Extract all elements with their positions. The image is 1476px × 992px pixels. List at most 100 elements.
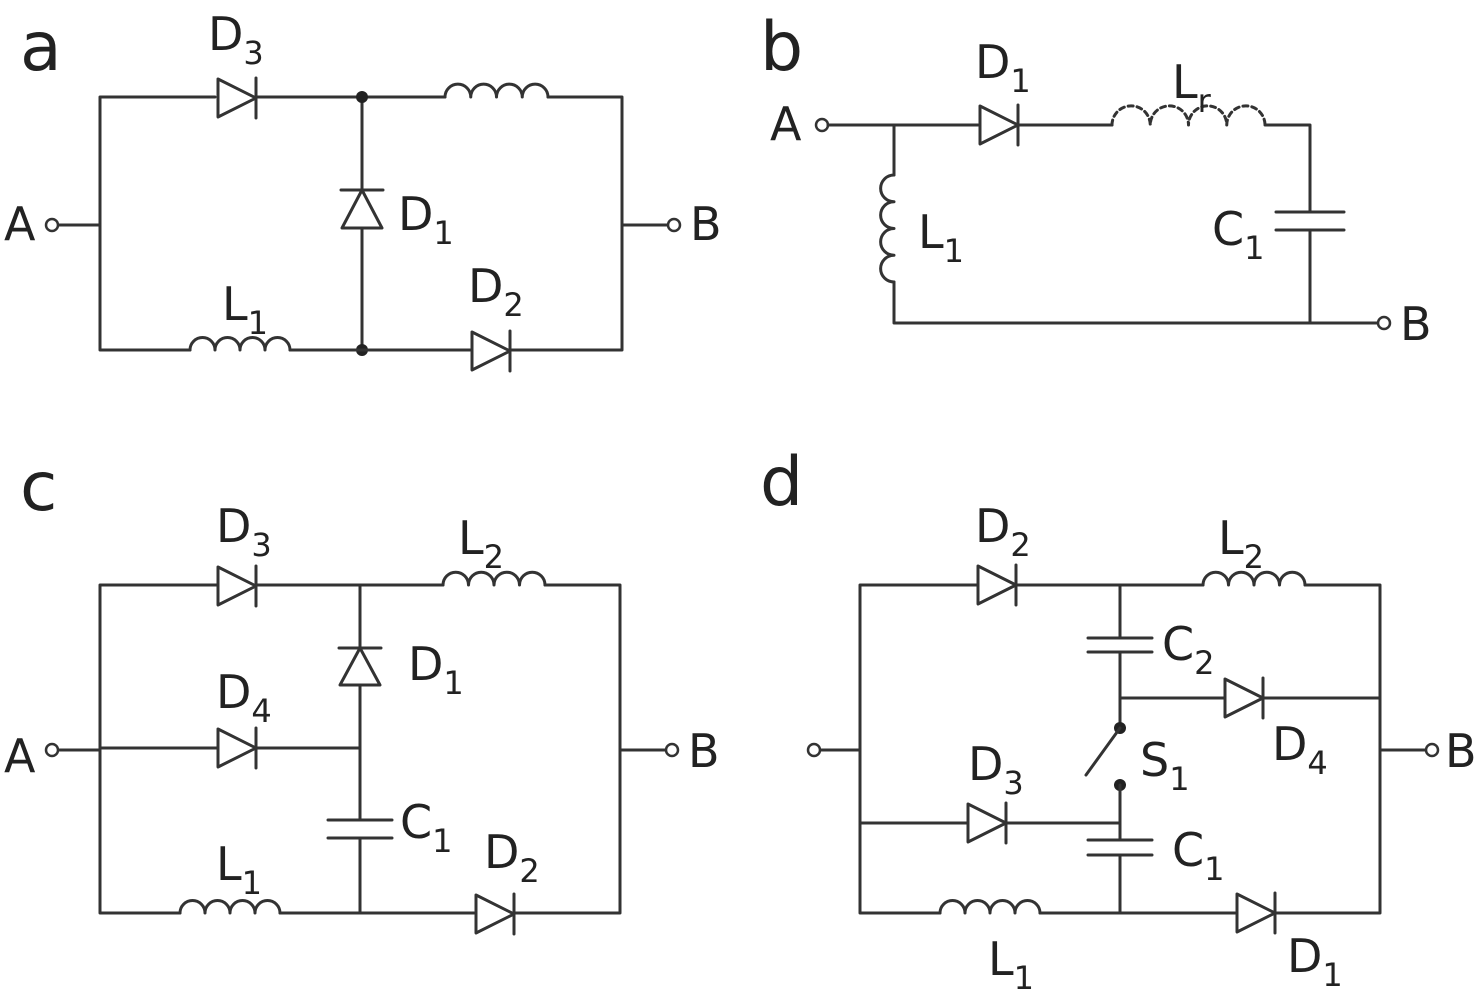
wire bbox=[858, 583, 980, 915]
wire bbox=[892, 280, 1380, 325]
label-D2: D2 bbox=[468, 259, 524, 324]
wire bbox=[1263, 123, 1312, 214]
label-D2-subscript: 2 bbox=[519, 852, 539, 890]
label-D1: D1 bbox=[1287, 929, 1343, 992]
label-D4-subscript: 4 bbox=[251, 692, 271, 730]
panel-label-c: c bbox=[20, 448, 57, 527]
label-D1-subscript: 1 bbox=[1322, 956, 1342, 992]
terminal-node bbox=[814, 117, 830, 133]
inductor-coil bbox=[879, 173, 896, 284]
label-D3: D3 bbox=[968, 737, 1024, 802]
diode-triangle bbox=[966, 802, 1008, 844]
label-D2: D2 bbox=[975, 499, 1031, 564]
label-Lr: Lr bbox=[1172, 55, 1212, 120]
diode-triangle bbox=[340, 188, 384, 230]
diode-triangle bbox=[216, 77, 258, 119]
label-D2-subscript: 2 bbox=[503, 286, 523, 324]
diode-triangle bbox=[470, 330, 512, 372]
diode-triangle bbox=[976, 564, 1018, 606]
inductor-coil bbox=[443, 82, 550, 99]
label-C1: C1 bbox=[1212, 202, 1264, 267]
terminal-label-B: B bbox=[688, 724, 720, 778]
label-L1: L1 bbox=[918, 205, 964, 270]
terminal-node bbox=[1424, 742, 1440, 758]
label-D1-symbol: D bbox=[398, 187, 433, 241]
label-Lr-symbol: L bbox=[1172, 55, 1198, 109]
label-D3: D3 bbox=[216, 499, 272, 564]
label-L1-subscript: 1 bbox=[1014, 959, 1034, 992]
label-C1: C1 bbox=[1172, 823, 1224, 888]
diode-triangle bbox=[1235, 892, 1277, 934]
label-C1: C1 bbox=[400, 795, 452, 860]
label-L2-symbol: L bbox=[1218, 511, 1244, 565]
diode-triangle bbox=[338, 646, 382, 687]
label-C2-subscript: 2 bbox=[1194, 644, 1214, 682]
diode-triangle bbox=[216, 565, 258, 607]
label-D4: D4 bbox=[1272, 717, 1328, 782]
wire bbox=[508, 95, 624, 352]
diode-triangle bbox=[1223, 677, 1265, 719]
inductor-coil bbox=[441, 570, 547, 587]
label-D1-symbol: D bbox=[1287, 929, 1322, 983]
label-L2-subscript: 2 bbox=[1244, 538, 1264, 576]
label-L1-symbol: L bbox=[918, 205, 944, 259]
terminal-label-A: A bbox=[4, 197, 36, 251]
label-D1-symbol: D bbox=[975, 35, 1010, 89]
inductor-coil bbox=[938, 899, 1042, 915]
label-D4: D4 bbox=[216, 665, 272, 730]
label-L2: L2 bbox=[1218, 511, 1264, 576]
terminal-label-B: B bbox=[1445, 724, 1476, 778]
label-D2-symbol: D bbox=[975, 499, 1010, 553]
label-D3-subscript: 3 bbox=[1003, 764, 1023, 802]
junction-dot bbox=[356, 91, 368, 103]
terminal-label-A: A bbox=[770, 97, 802, 151]
label-D1-symbol: D bbox=[408, 637, 443, 691]
label-C2: C2 bbox=[1162, 617, 1214, 682]
panel-label-b: b bbox=[760, 8, 803, 87]
label-D3-symbol: D bbox=[208, 7, 243, 61]
label-D3-subscript: 3 bbox=[243, 34, 263, 72]
label-D1-subscript: 1 bbox=[433, 214, 453, 252]
label-L1: L1 bbox=[222, 277, 268, 342]
label-L1: L1 bbox=[988, 932, 1034, 992]
label-D4-symbol: D bbox=[1272, 717, 1307, 771]
terminal-node bbox=[666, 217, 682, 233]
label-D3-symbol: D bbox=[216, 499, 251, 553]
label-C1-subscript: 1 bbox=[1204, 850, 1224, 888]
terminal-node bbox=[44, 217, 60, 233]
terminal-node bbox=[44, 742, 60, 758]
label-D3-symbol: D bbox=[968, 737, 1003, 791]
terminal-label-A: A bbox=[4, 729, 36, 783]
diode-triangle bbox=[978, 104, 1020, 146]
label-C2-symbol: C bbox=[1162, 617, 1194, 671]
label-L1: L1 bbox=[216, 837, 262, 902]
label-C1-symbol: C bbox=[1172, 823, 1204, 877]
label-L2-subscript: 2 bbox=[484, 538, 504, 576]
label-C1-subscript: 1 bbox=[432, 822, 452, 860]
diode-triangle bbox=[216, 727, 258, 769]
label-D1: D1 bbox=[408, 637, 464, 702]
label-D1-subscript: 1 bbox=[443, 664, 463, 702]
panel-label-d: d bbox=[760, 443, 803, 522]
label-S1: S1 bbox=[1140, 733, 1190, 798]
label-L1-symbol: L bbox=[988, 932, 1014, 986]
label-L2: L2 bbox=[458, 511, 504, 576]
label-L1-subscript: 1 bbox=[248, 304, 268, 342]
label-D2-symbol: D bbox=[468, 259, 503, 313]
label-D3-subscript: 3 bbox=[251, 526, 271, 564]
label-L1-symbol: L bbox=[222, 277, 248, 331]
terminal-node bbox=[1376, 315, 1392, 331]
label-C1-symbol: C bbox=[400, 795, 432, 849]
label-L2-symbol: L bbox=[458, 511, 484, 565]
panel-label-a: a bbox=[20, 8, 62, 87]
wire bbox=[98, 95, 217, 352]
label-S1-subscript: 1 bbox=[1169, 760, 1189, 798]
switch-blade bbox=[1084, 726, 1122, 777]
inductor-coil bbox=[178, 899, 282, 915]
label-D4-subscript: 4 bbox=[1307, 744, 1327, 782]
terminal-label-B: B bbox=[690, 197, 722, 251]
